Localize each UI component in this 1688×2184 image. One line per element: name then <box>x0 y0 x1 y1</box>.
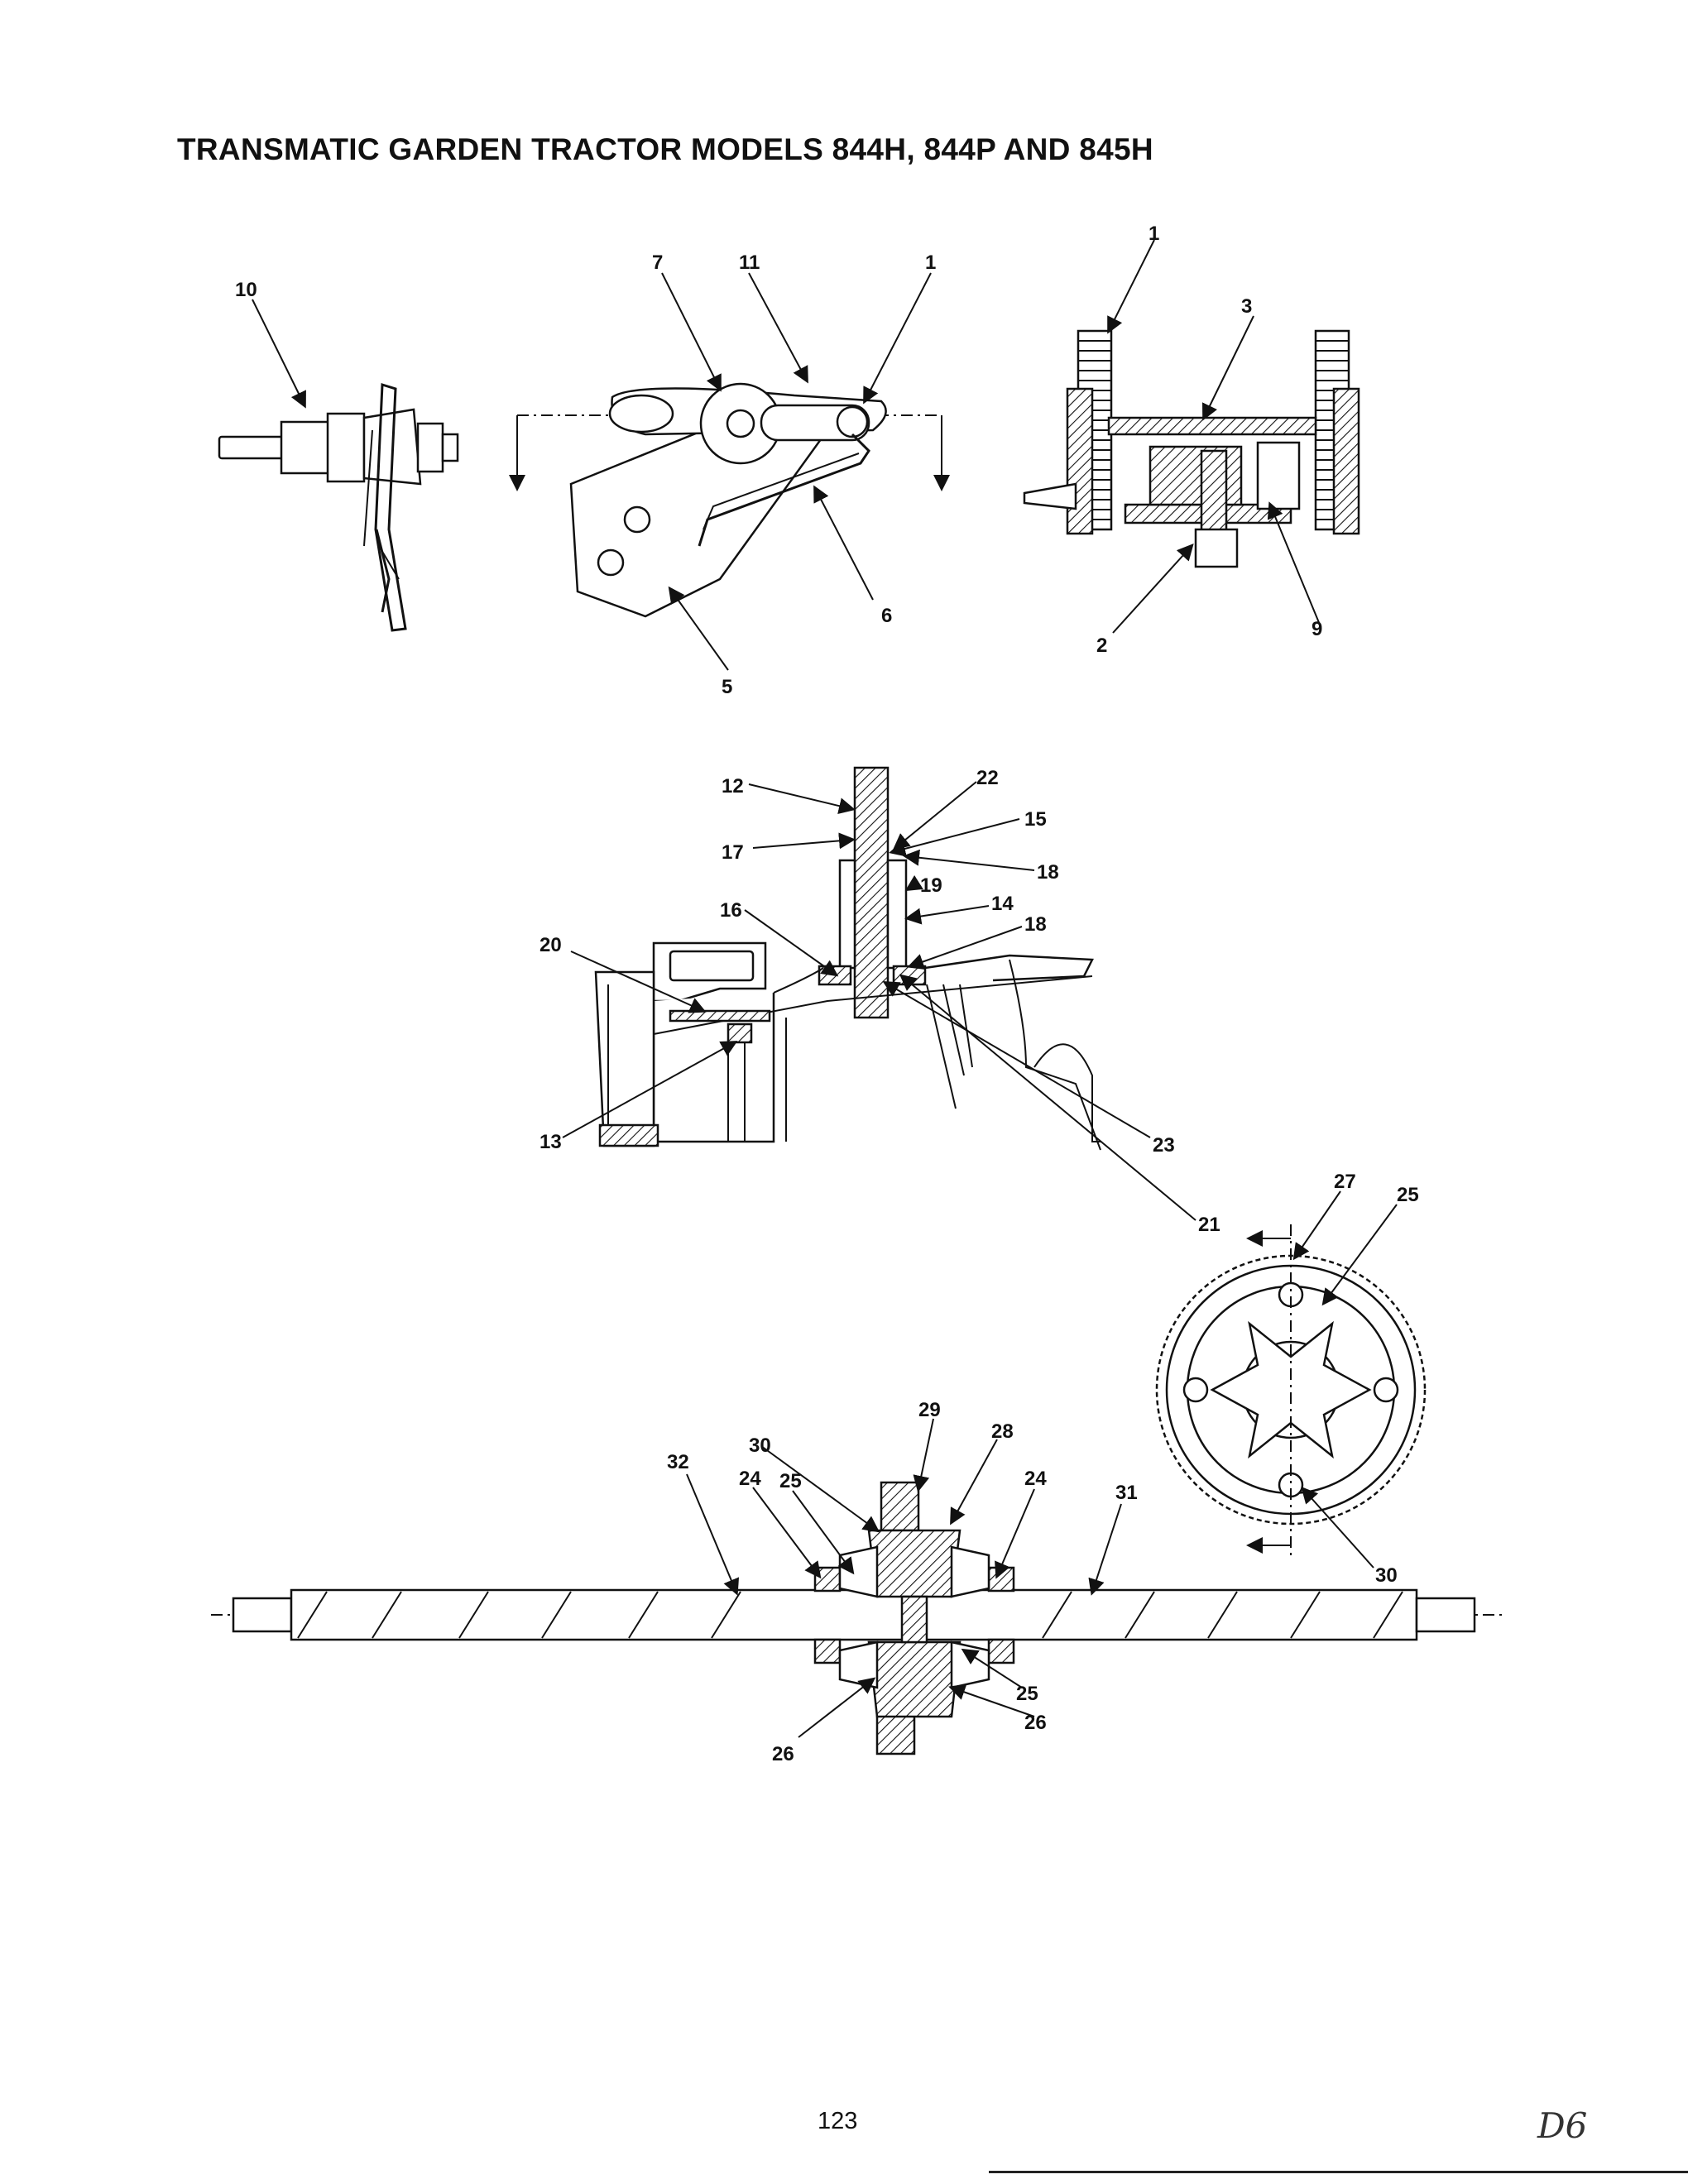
callout-14: 14 <box>991 893 1014 915</box>
view-ring-gear <box>1155 1224 1427 1555</box>
callout-26b: 26 <box>772 1743 794 1765</box>
callout-24b: 24 <box>1024 1468 1047 1490</box>
page-title: TRANSMATIC GARDEN TRACTOR MODELS 844H, 8… <box>177 132 1153 166</box>
callout-10: 10 <box>235 279 257 301</box>
callout-30a: 30 <box>1375 1564 1398 1587</box>
view-shift-lever <box>509 382 950 618</box>
callout-18a: 18 <box>1037 861 1059 884</box>
callout-22: 22 <box>976 767 999 789</box>
callout-32: 32 <box>667 1451 689 1473</box>
callout-15: 15 <box>1024 808 1047 831</box>
callout-18b: 18 <box>1024 913 1047 936</box>
callout-25b: 25 <box>779 1470 802 1492</box>
callout-31: 31 <box>1115 1482 1138 1504</box>
callout-7: 7 <box>652 251 663 274</box>
callout-2: 2 <box>1096 635 1107 657</box>
callout-3: 3 <box>1241 295 1252 318</box>
callout-labels: 10 7 11 1 6 5 1 3 2 9 12 22 15 17 18 19 … <box>235 223 1419 1765</box>
callout-24a: 24 <box>739 1468 761 1490</box>
callout-27: 27 <box>1334 1171 1356 1193</box>
callout-13: 13 <box>539 1131 562 1153</box>
callout-1b: 1 <box>1149 223 1159 245</box>
callout-6: 6 <box>881 605 892 627</box>
view-shift-shaft <box>218 382 459 632</box>
callout-26a: 26 <box>1024 1712 1047 1734</box>
callout-16: 16 <box>720 899 742 922</box>
callout-29: 29 <box>918 1399 941 1421</box>
callout-12: 12 <box>722 775 744 797</box>
callout-1a: 1 <box>925 251 936 274</box>
view-gear-housing <box>1023 329 1360 568</box>
callout-25c: 25 <box>1016 1683 1038 1705</box>
callout-9: 9 <box>1312 618 1322 640</box>
callout-19: 19 <box>920 874 942 897</box>
callout-17: 17 <box>722 841 744 864</box>
callout-21: 21 <box>1198 1214 1220 1236</box>
callout-30b: 30 <box>749 1434 771 1457</box>
leader-lines <box>252 239 1398 1738</box>
page-number: 123 <box>818 2108 858 2134</box>
callout-20: 20 <box>539 934 562 956</box>
callout-5: 5 <box>722 676 732 698</box>
bottom-rule <box>989 2171 1688 2173</box>
handwritten-mark: D6 <box>1537 2105 1588 2146</box>
callout-11: 11 <box>739 251 760 274</box>
callout-28: 28 <box>991 1420 1014 1443</box>
callout-25a: 25 <box>1397 1184 1419 1206</box>
view-axle <box>211 1481 1506 1755</box>
callout-23: 23 <box>1153 1134 1175 1157</box>
